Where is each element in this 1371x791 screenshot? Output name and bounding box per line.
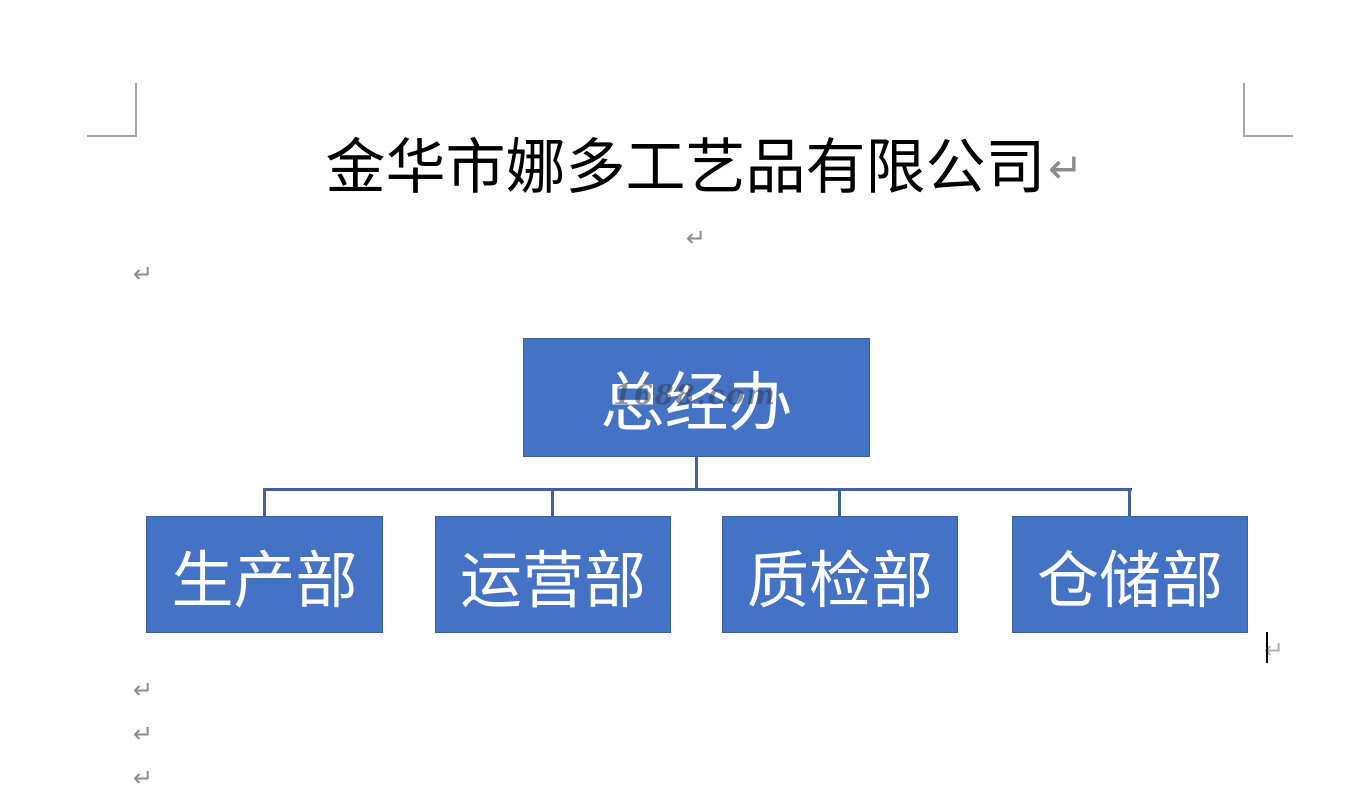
text-boundary-corner-top-left	[87, 83, 137, 137]
org-box-label: 运营部	[459, 543, 646, 617]
text-cursor-caret	[1266, 632, 1268, 663]
org-box-warehouse-dept[interactable]: 仓储部	[1012, 516, 1248, 633]
paragraph-mark: ↵	[133, 720, 154, 748]
connector-drop-quality	[838, 488, 841, 517]
paragraph-mark: ↵	[1048, 144, 1084, 193]
paragraph-mark: ↵	[1264, 636, 1285, 664]
paragraph-mark: ↵	[686, 224, 707, 252]
document-title[interactable]: 金华市娜多工艺品有限公司	[325, 133, 1046, 203]
org-box-label: 生产部	[171, 543, 358, 617]
paragraph-mark: ↵	[133, 676, 154, 704]
paragraph-mark: ↵	[133, 764, 154, 791]
connector-horizontal-bar	[263, 488, 1132, 491]
connector-drop-warehouse	[1128, 488, 1131, 517]
connector-drop-operations	[551, 488, 554, 517]
connector-drop-production	[263, 488, 266, 517]
org-box-general-manager-office[interactable]: 总经办	[523, 338, 870, 457]
org-box-operations-dept[interactable]: 运营部	[435, 516, 671, 633]
org-box-quality-inspection-dept[interactable]: 质检部	[722, 516, 958, 633]
connector-root-stem	[695, 457, 698, 489]
org-box-label: 仓储部	[1036, 543, 1223, 617]
org-box-label: 质检部	[746, 543, 933, 617]
text-boundary-corner-top-right	[1243, 83, 1293, 137]
org-box-production-dept[interactable]: 生产部	[146, 516, 383, 633]
paragraph-mark: ↵	[133, 260, 154, 288]
org-box-label: 总经办	[600, 366, 793, 441]
